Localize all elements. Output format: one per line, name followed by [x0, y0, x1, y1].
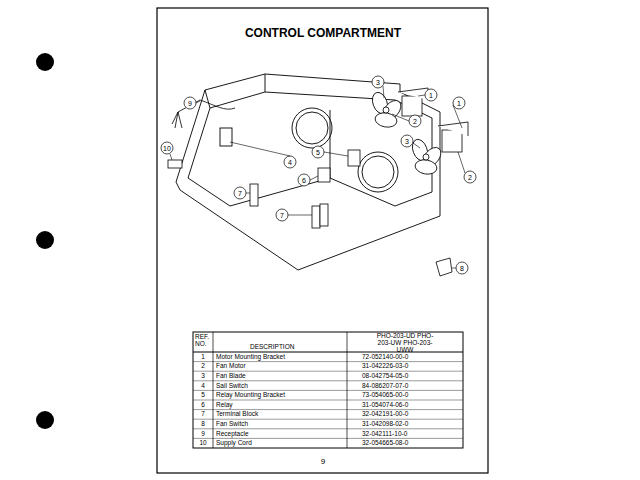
table-cell: Receptacle	[216, 430, 249, 437]
callout-number: 3	[405, 138, 409, 145]
callout-number: 6	[302, 177, 306, 184]
callout-number: 8	[460, 265, 464, 272]
page-frame	[157, 8, 488, 473]
callout-number: 3	[376, 79, 380, 86]
table-cell: Terminal Block	[216, 411, 258, 418]
table-cell: 6	[201, 402, 205, 409]
table-cell: 31-054074-06-0	[362, 402, 408, 409]
table-cell: 84-086207-07-0	[362, 382, 408, 389]
table-cell: 08-042754-05-0	[362, 373, 408, 380]
table-header: REF. NO.	[195, 334, 212, 348]
callout-number: 1	[429, 92, 433, 99]
parts-table	[193, 332, 463, 448]
table-cell: 31-042098-02-0	[362, 421, 408, 428]
table-cell: 3	[201, 373, 205, 380]
table-cell: 1	[201, 354, 205, 361]
table-header: DESCRIPTION	[250, 344, 294, 351]
callout-number: 4	[288, 159, 292, 166]
table-cell: 72-052140-00-0	[362, 354, 408, 361]
table-cell: Fan Motor	[216, 363, 246, 370]
table-cell: Supply Cord	[216, 440, 252, 447]
terminal-blocks	[250, 184, 328, 228]
table-cell: Motor Mounting Bracket	[216, 354, 285, 361]
table-cell: 8	[201, 421, 205, 428]
leader-lines	[170, 86, 465, 268]
table-cell: 32-042191-00-0	[362, 411, 408, 418]
table-cell: 7	[201, 411, 205, 418]
page-number: 9	[321, 458, 325, 466]
chassis	[176, 74, 440, 270]
table-cell: Relay	[216, 402, 233, 409]
table-cell: 2	[201, 363, 205, 370]
callout-number: 5	[316, 149, 320, 156]
table-cell: 9	[201, 430, 205, 437]
table-cell: 10	[199, 440, 206, 447]
table-cell: Fan Blade	[216, 373, 246, 380]
callout-number: 7	[238, 190, 242, 197]
table-cell: 73-054065-00-0	[362, 392, 408, 399]
table-cell: Fan Switch	[216, 421, 248, 428]
callout-number: 10	[163, 145, 171, 152]
page-title: CONTROL COMPARTMENT	[245, 27, 401, 39]
callout-number: 2	[468, 174, 472, 181]
table-cell: 32-054665-08-0	[362, 440, 408, 447]
table-cell: 4	[201, 382, 205, 389]
binder-holes	[36, 53, 54, 429]
callout-number: 2	[413, 118, 417, 125]
callout-number: 9	[188, 100, 192, 107]
fan-motors	[318, 88, 468, 182]
table-cell: 32-042111-10-0	[362, 430, 407, 437]
table-cell: 5	[201, 392, 205, 399]
fans	[370, 90, 445, 176]
callout-circles	[161, 76, 476, 274]
callout-number: 1	[457, 100, 461, 107]
table-header: PHO-203-UD PHO-203-UW PHO-203-UWW	[375, 333, 435, 353]
callout-number: 7	[280, 212, 284, 219]
table-cell: Sail Switch	[216, 382, 248, 389]
cord-and-parts	[168, 100, 452, 276]
table-cell: 31-042226-03-0	[362, 363, 408, 370]
table-cell: Relay Mounting Bracket	[216, 392, 285, 399]
